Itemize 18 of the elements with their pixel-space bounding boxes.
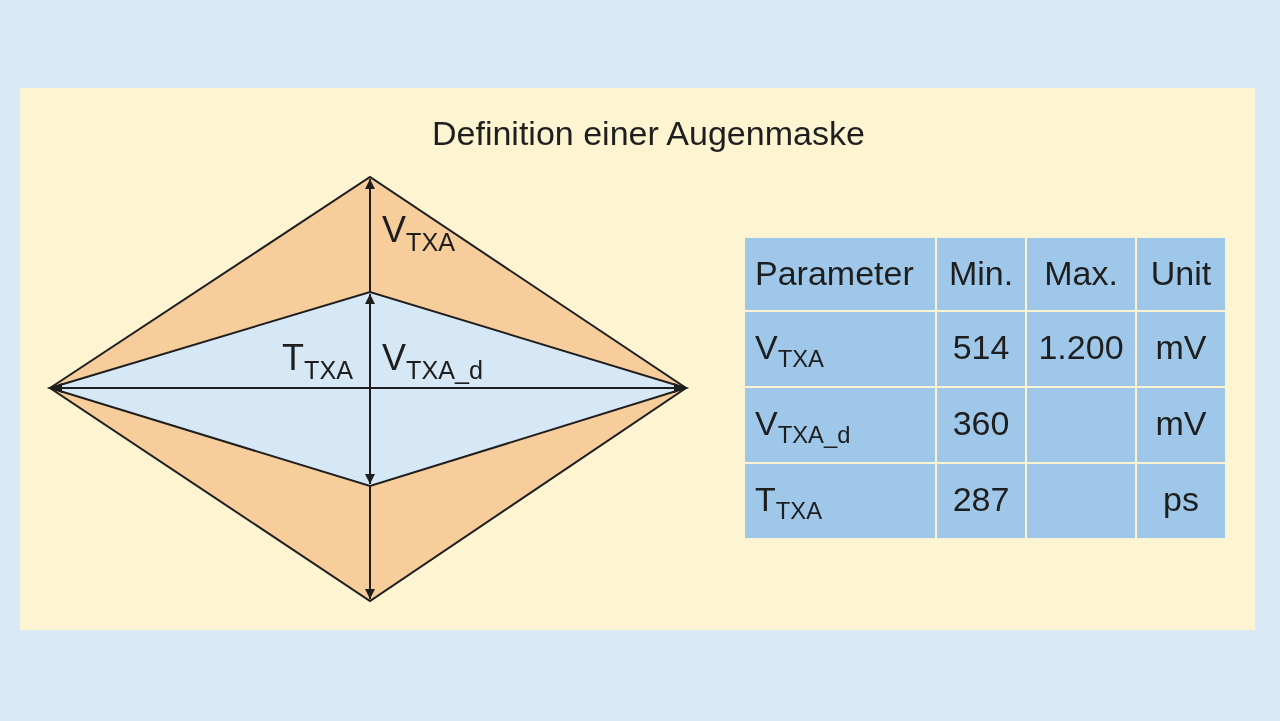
column-header: Parameter	[755, 256, 914, 290]
table-text: mV	[1155, 330, 1207, 364]
table-text: ps	[1163, 482, 1199, 516]
column-header: Unit	[1150, 256, 1212, 290]
column-header: Max.	[1044, 256, 1118, 290]
table-text: 514	[952, 330, 1010, 364]
dimension-label: V$_{TXA_d}$	[382, 340, 484, 383]
column-header: Min.	[948, 256, 1014, 290]
table-text: 360	[952, 406, 1010, 440]
dimension-label: V$_{TXA}$	[382, 212, 455, 255]
table-text: mV	[1155, 406, 1207, 440]
diagram-title: Definition einer Augenmaske	[432, 116, 865, 150]
dimension-label: T$_{TXA}$	[282, 340, 353, 383]
table-text: T$_{TXA}$	[755, 482, 823, 524]
table-text: 287	[952, 482, 1010, 516]
table-text: V$_{TXA}$	[755, 330, 824, 372]
table-text: 1.200	[1038, 330, 1124, 364]
table-text: V$_{TXA_d}$	[755, 406, 851, 448]
